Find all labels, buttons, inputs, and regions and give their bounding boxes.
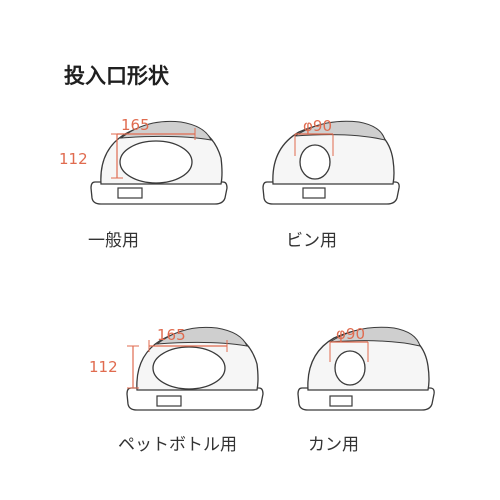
- panel-caption-general: 一般用: [88, 231, 139, 251]
- panel-bin: φ90: [255, 112, 415, 217]
- panel-caption-pet: ペットボトル用: [118, 435, 237, 455]
- panel-can: φ90: [290, 318, 450, 423]
- panel-caption-can: カン用: [308, 435, 359, 455]
- bin-lid-round-illustration: φ90: [297, 325, 435, 411]
- bin-lid-oval-illustration: 165 112: [89, 326, 264, 411]
- panel-caption-bin: ビン用: [286, 231, 337, 251]
- diameter-dimension-label: φ90: [336, 325, 365, 343]
- panel-pet: 165 112: [85, 318, 275, 423]
- height-dimension-label: 112: [59, 150, 88, 168]
- panel-general: 165 112: [55, 112, 245, 217]
- width-dimension-label: 165: [121, 116, 150, 134]
- bin-lid-round-illustration: φ90: [262, 117, 400, 205]
- diameter-dimension-label: φ90: [303, 117, 332, 135]
- height-dimension-label: 112: [89, 358, 118, 376]
- width-dimension-label: 165: [157, 326, 186, 344]
- section-title: 投入口形状: [64, 64, 169, 88]
- bin-lid-oval-illustration: 165 112: [59, 116, 228, 205]
